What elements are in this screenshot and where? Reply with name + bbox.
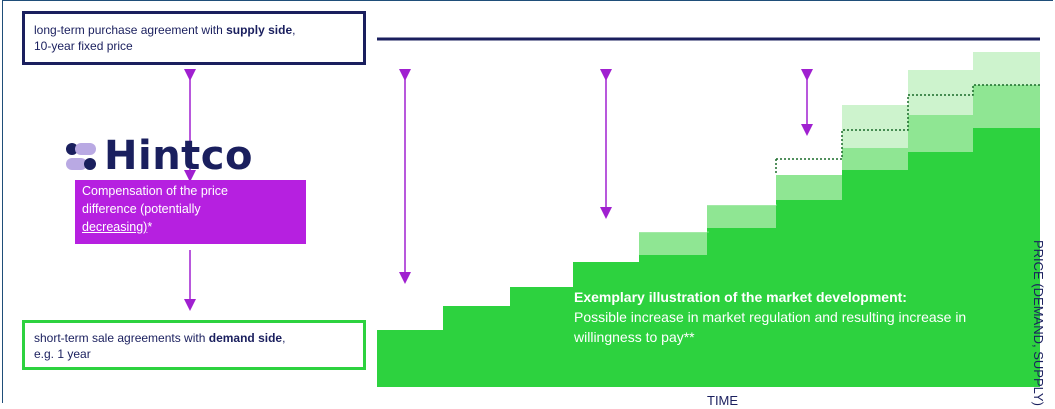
demand-duration: e.g. 1 year [34,347,91,361]
market-note-body: Possible increase in market regulation a… [574,309,967,345]
demand-side-bold: demand side [208,331,283,345]
supply-side-agreement-box: long-term purchase agreement with supply… [22,11,366,65]
supply-comma: , [292,23,296,37]
compensation-footnote-mark: * [147,220,153,234]
demand-text: short-term sale agreements with [34,331,209,345]
logo-mark-icon [66,141,99,171]
price-gap-arrows [184,69,813,311]
compensation-line2: difference (potentially [82,202,201,216]
dotted-boundary [776,84,1040,160]
market-development-note: Exemplary illustration of the market dev… [574,287,994,347]
compensation-box: Compensation of the price difference (po… [75,180,306,244]
hintco-logo: Hintco [66,133,253,179]
demand-comma: , [282,331,286,345]
logo-wordmark: Hintco [104,133,253,179]
demand-price-steps [377,128,1040,387]
demand-side-agreement-box: short-term sale agreements with demand s… [22,320,366,370]
compensation-underlined: decreasing) [82,220,148,234]
market-note-heading: Exemplary illustration of the market dev… [574,289,907,305]
supply-text: long-term purchase agreement with [34,23,227,37]
supply-duration: 10-year fixed price [34,39,133,53]
x-axis-label: TIME [707,393,739,408]
compensation-line1: Compensation of the price [82,184,228,198]
y-axis-label: PRICE (DEMAND, SUPPLY) [1031,240,1046,406]
supply-side-bold: supply side [226,23,293,37]
